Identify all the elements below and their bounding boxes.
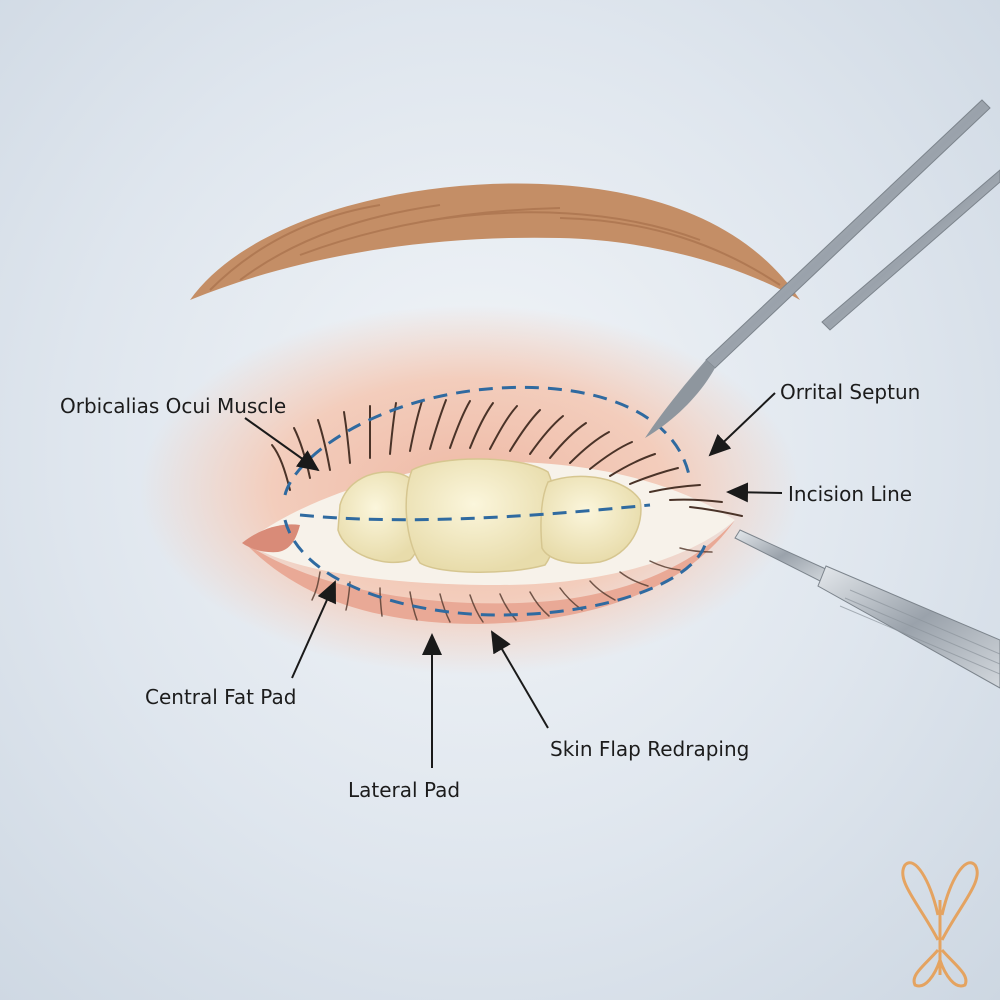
central-incision-line xyxy=(299,503,651,522)
arrow-incision xyxy=(726,482,783,503)
annotation-arrows xyxy=(244,392,783,768)
label-orbital-septum: Orrital Septun xyxy=(780,380,921,404)
eyebrow-hair-strokes xyxy=(209,204,781,291)
label-skin-flap-redraping: Skin Flap Redraping xyxy=(550,737,750,761)
central-fat-pad xyxy=(405,458,558,573)
arrow-central-fat-pad xyxy=(291,580,336,679)
inner-canthus xyxy=(242,524,300,553)
label-central-fat-pad: Central Fat Pad xyxy=(145,685,297,709)
label-lateral-pad: Lateral Pad xyxy=(348,778,461,802)
lateral-fat-pad xyxy=(540,475,642,564)
label-incision-line: Incision Line xyxy=(788,482,913,506)
butterfly-logo-icon xyxy=(901,861,979,988)
forceps xyxy=(645,99,1000,438)
scalpel xyxy=(734,529,1000,689)
upper-eyelashes xyxy=(271,399,743,517)
lower-incision-line xyxy=(283,519,707,617)
arrow-skin-flap xyxy=(490,630,549,729)
label-orbicularis-muscle: Orbicalias Ocui Muscle xyxy=(60,394,287,418)
eyebrow xyxy=(190,183,800,300)
arrow-orbicularis xyxy=(244,417,320,472)
arrow-septum xyxy=(708,392,776,457)
